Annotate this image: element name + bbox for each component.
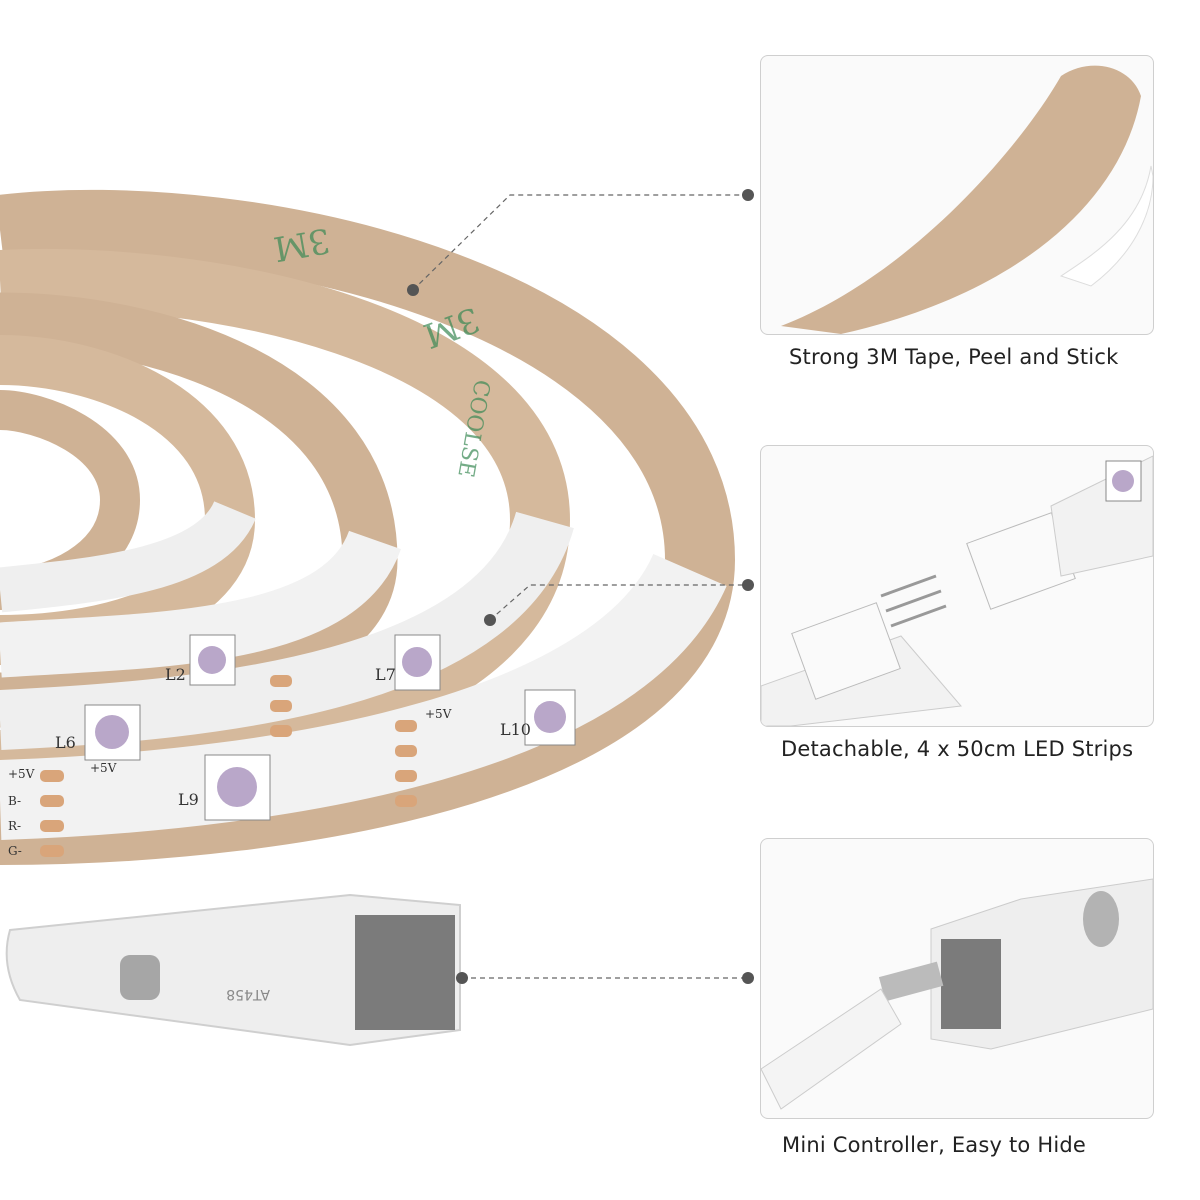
connector-detail-panel xyxy=(760,445,1154,727)
controller-label: AT458 xyxy=(226,986,270,1002)
solder-pads xyxy=(40,675,417,857)
callout-dot xyxy=(484,614,496,626)
peeling-tape-image xyxy=(781,65,1153,334)
callout-dot xyxy=(742,189,754,201)
callout-dot xyxy=(742,972,754,984)
led-chips xyxy=(84,634,576,821)
strip-label: G- xyxy=(8,844,22,858)
strip-label: +5V xyxy=(90,761,117,775)
strip-label: L10 xyxy=(500,720,531,739)
controller-detail-panel xyxy=(760,838,1154,1119)
tape-detail-panel xyxy=(760,55,1154,335)
callout-lines xyxy=(412,194,748,979)
callout-dot xyxy=(407,284,419,296)
feature-caption: Detachable, 4 x 50cm LED Strips xyxy=(781,737,1134,761)
mini-controller: AT458 xyxy=(5,893,461,1047)
strip-label: L6 xyxy=(55,733,76,752)
strip-label: B- xyxy=(8,794,21,808)
strip-label: L9 xyxy=(178,790,199,809)
callout-dot xyxy=(742,579,754,591)
strip-label: L2 xyxy=(165,665,186,684)
tape-print: 3M xyxy=(270,219,333,268)
feature-caption: Strong 3M Tape, Peel and Stick xyxy=(789,345,1119,369)
connector-image xyxy=(761,455,1153,726)
feature-caption: Mini Controller, Easy to Hide xyxy=(782,1133,1087,1157)
strip-label: +5V xyxy=(8,767,35,781)
strip-label: +5V xyxy=(425,707,452,721)
controller-closeup-image xyxy=(761,878,1153,1110)
callout-dot xyxy=(456,972,468,984)
strip-label: L7 xyxy=(375,665,396,684)
strip-label: R- xyxy=(8,819,21,833)
